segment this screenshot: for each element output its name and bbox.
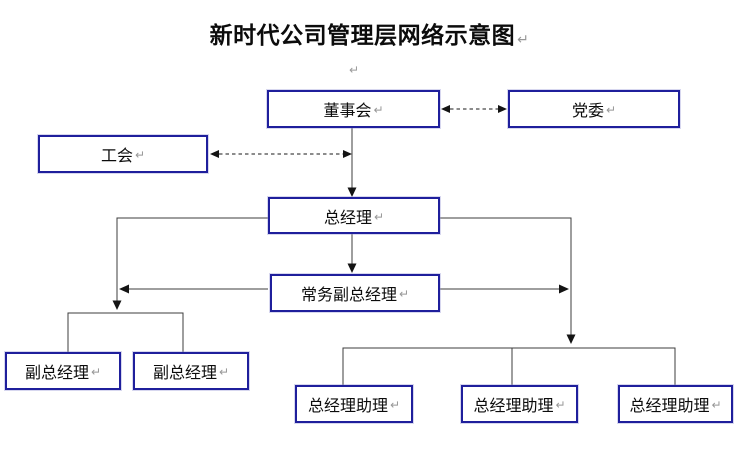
- paragraph-mark-icon: ↵: [605, 103, 617, 117]
- node-party-committee[interactable]: 党委↵: [508, 90, 680, 128]
- paragraph-mark-icon: ↵: [373, 103, 384, 117]
- node-executive-deputy-gm[interactable]: 常务副总经理↵: [270, 274, 440, 312]
- arrow-dongshihui-zongjingli: [347, 128, 357, 197]
- chart-title-text: 新时代公司管理层网络示意图: [209, 23, 516, 48]
- node-labor-union[interactable]: 工会↵: [38, 135, 208, 173]
- paragraph-mark-icon: ↵: [711, 398, 722, 412]
- node-label: 总经理助理: [473, 398, 554, 415]
- node-label: 董事会: [323, 103, 372, 120]
- paragraph-mark-icon: ↵: [373, 209, 385, 224]
- paragraph-mark-icon: ↵: [134, 148, 146, 162]
- node-gm-assistant-3[interactable]: 总经理助理↵: [618, 385, 733, 423]
- dashed-arrow-gonghui-centerline: [210, 150, 352, 158]
- node-gm-assistant-2[interactable]: 总经理助理↵: [461, 385, 578, 423]
- node-label: 常务副总经理: [300, 287, 397, 304]
- node-label: 总经理助理: [307, 398, 388, 415]
- node-label: 副总经理: [24, 365, 89, 382]
- dashed-arrow-dongshihui-dangwei: [441, 105, 507, 113]
- paragraph-mark-icon: ↵: [555, 398, 566, 412]
- node-label: 总经理助理: [629, 398, 710, 415]
- paragraph-mark-icon: ↵: [90, 365, 102, 379]
- arrow-changwu-left: [119, 284, 268, 294]
- node-board-of-directors[interactable]: 董事会↵: [267, 90, 440, 128]
- node-gm-assistant-1[interactable]: 总经理助理↵: [295, 385, 413, 423]
- node-label: 工会: [100, 148, 133, 165]
- node-deputy-gm-1[interactable]: 副总经理↵: [5, 352, 121, 390]
- paragraph-mark-icon: ↵: [218, 365, 230, 379]
- node-label: 总经理: [323, 209, 372, 227]
- paragraph-mark-icon: ↵: [517, 32, 530, 48]
- paragraph-mark-icon: ↵: [398, 287, 410, 301]
- paragraph-mark-icon: ↵: [389, 398, 401, 412]
- node-general-manager[interactable]: 总经理↵: [268, 197, 440, 234]
- arrow-changwu-right: [440, 284, 569, 294]
- arrow-zongjingli-changwu: [347, 234, 357, 273]
- node-deputy-gm-2[interactable]: 副总经理↵: [133, 352, 249, 390]
- node-label: 党委: [571, 103, 604, 120]
- right-branch-line: [342, 217, 676, 385]
- left-branch-line: [67, 217, 268, 352]
- node-label: 副总经理: [152, 365, 217, 382]
- chart-title: 新时代公司管理层网络示意图↵: [0, 16, 739, 50]
- paragraph-mark-icon: ↵: [349, 63, 360, 77]
